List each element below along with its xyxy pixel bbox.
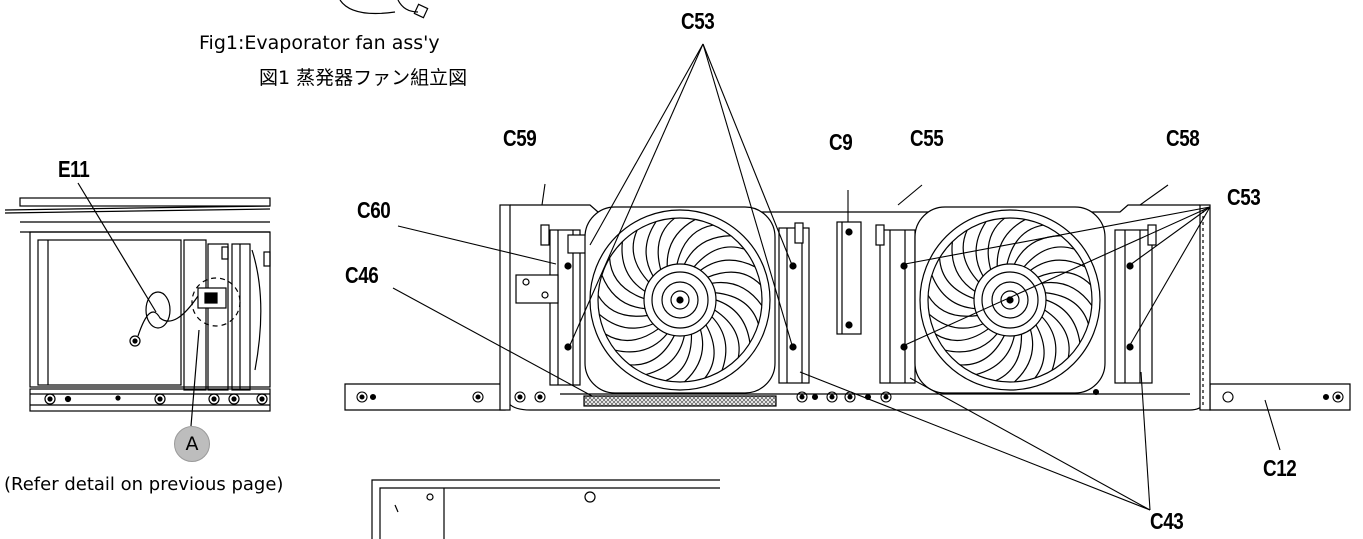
fan-blade <box>928 313 984 329</box>
fan-blade-edge <box>704 324 715 379</box>
fan-blade-edge <box>962 229 980 283</box>
label-c53-right: C53 <box>1227 184 1261 210</box>
refer-note: (Refer detail on previous page) <box>4 474 284 495</box>
fan-blade-edge <box>605 328 659 341</box>
fan-blade <box>975 335 1015 376</box>
fan-blade-edge <box>707 271 762 286</box>
fan-blade-edge <box>629 335 675 366</box>
fan-blade-edge <box>608 257 645 300</box>
label-c58: C58 <box>1166 125 1200 151</box>
fan-blade-edge <box>714 309 740 358</box>
fan-blade-edge <box>995 334 1023 382</box>
lower-partial-view <box>371 479 720 539</box>
fan-blade <box>598 313 654 329</box>
fan-blade-edge <box>927 295 978 317</box>
side-view-drawing <box>4 182 271 427</box>
fan-blade <box>945 333 998 353</box>
fan-blade <box>1014 329 1034 383</box>
fan-blade-edge <box>987 217 1005 270</box>
fan-blade-edge <box>715 292 759 325</box>
fan-blade <box>1030 259 1086 271</box>
label-c53-top: C53 <box>681 8 715 34</box>
label-c59: C59 <box>503 125 537 151</box>
fan-blade-edge <box>1034 324 1045 379</box>
fan-blade <box>1041 316 1057 371</box>
fan-blade-edge <box>938 257 975 300</box>
fan-blade <box>996 218 1026 267</box>
label-c43: C43 <box>1150 508 1184 534</box>
left-fan <box>589 209 771 391</box>
fan-blade-edge <box>693 246 745 268</box>
fan-blade <box>975 221 987 277</box>
fan-blade <box>684 329 704 383</box>
detail-marker-a: A <box>174 426 210 462</box>
figure-caption-en: Fig1:Evaporator fan ass'y <box>199 32 440 54</box>
label-e11: E11 <box>58 156 90 182</box>
fan-blade-edge <box>1045 292 1089 325</box>
fan-blade-edge <box>1006 224 1044 265</box>
fan-blade <box>711 316 727 371</box>
fan-blade-edge <box>935 328 989 341</box>
label-c46: C46 <box>345 262 379 288</box>
connector-sketch <box>339 0 429 19</box>
fan-blade-edge <box>597 295 648 317</box>
fan-blade <box>621 241 646 292</box>
fan-blade-edge <box>665 334 693 382</box>
fan-blade <box>615 333 668 353</box>
label-c60: C60 <box>357 197 391 223</box>
fan-blade <box>645 221 657 277</box>
label-c9: C9 <box>829 129 853 155</box>
fan-blade-edge <box>959 335 1005 366</box>
fan-assembly-housing <box>344 204 1351 411</box>
fan-blade-edge <box>1037 271 1092 286</box>
fan-blade <box>666 218 696 267</box>
leader-lines <box>392 43 1281 511</box>
right-fan <box>919 209 1101 391</box>
fan-blade <box>931 274 976 310</box>
fan-blade-edge <box>676 224 714 265</box>
fan-blade <box>1045 299 1081 343</box>
fan-blade <box>711 281 763 306</box>
label-c55: C55 <box>910 125 944 151</box>
fan-blade <box>601 274 646 310</box>
fan-blade <box>715 299 751 343</box>
fan-blade <box>645 335 685 376</box>
figure-caption-ja: 図1 蒸発器ファン組立図 <box>259 67 468 89</box>
fan-blade <box>1041 281 1093 306</box>
fan-blade <box>951 241 976 292</box>
fan-blade <box>700 259 756 271</box>
fan-blade-edge <box>657 217 675 270</box>
fan-blade-edge <box>632 229 650 283</box>
label-c12: C12 <box>1263 455 1297 481</box>
fan-blade-edge <box>1044 309 1070 358</box>
fan-blade <box>683 235 731 265</box>
fan-blade-edge <box>1023 246 1075 268</box>
